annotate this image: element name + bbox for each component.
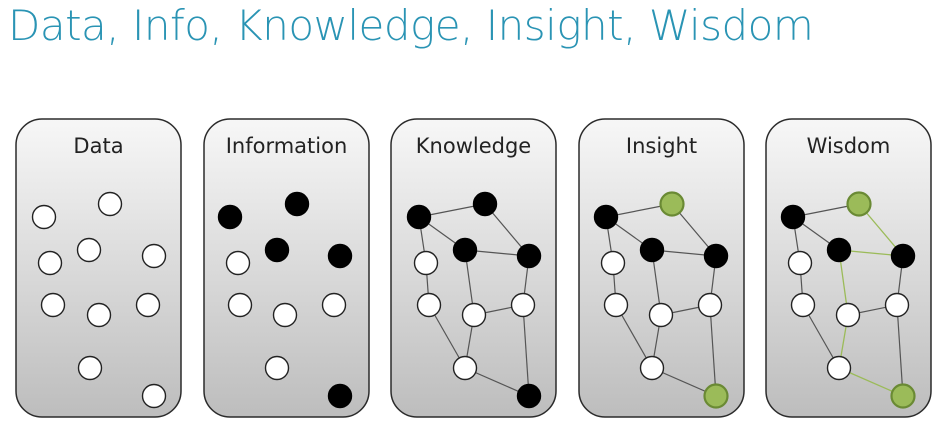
- node-black: [452, 237, 478, 263]
- node-white: [648, 302, 674, 328]
- node-white: [826, 355, 852, 381]
- panel-knowledge: Knowledge: [390, 118, 557, 418]
- node-white: [76, 237, 102, 263]
- node-white: [40, 292, 66, 318]
- node-black: [406, 204, 432, 230]
- panel-label: Data: [73, 134, 123, 158]
- panel-box: [578, 118, 745, 418]
- node-green: [703, 383, 729, 409]
- node-green: [659, 191, 685, 217]
- node-black: [264, 237, 290, 263]
- node-white: [787, 250, 813, 276]
- node-white: [77, 355, 103, 381]
- node-black: [593, 204, 619, 230]
- node-white: [227, 292, 253, 318]
- node-white: [452, 355, 478, 381]
- node-white: [639, 355, 665, 381]
- node-white: [600, 250, 626, 276]
- node-white: [86, 302, 112, 328]
- node-white: [135, 292, 161, 318]
- node-white: [225, 250, 251, 276]
- node-white: [141, 243, 167, 269]
- node-white: [413, 250, 439, 276]
- node-white: [697, 292, 723, 318]
- node-white: [141, 383, 167, 409]
- node-white: [603, 292, 629, 318]
- panel-label: Wisdom: [807, 134, 891, 158]
- panel-box: [390, 118, 557, 418]
- panel-data: Data: [15, 118, 182, 418]
- page-title: Data, Info, Knowledge, Insight, Wisdom: [8, 1, 814, 50]
- edge: [896, 304, 904, 397]
- node-black: [217, 204, 243, 230]
- node-black: [472, 191, 498, 217]
- node-black: [284, 191, 310, 217]
- node-white: [510, 292, 536, 318]
- node-black: [516, 243, 542, 269]
- node-green: [890, 383, 916, 409]
- panel-information: Information: [203, 118, 370, 418]
- panel-label: Knowledge: [416, 134, 531, 158]
- node-white: [835, 302, 861, 328]
- node-white: [416, 292, 442, 318]
- node-black: [327, 383, 353, 409]
- panel-wisdom: Wisdom: [765, 118, 932, 418]
- node-black: [890, 243, 916, 269]
- node-black: [826, 237, 852, 263]
- node-white: [321, 292, 347, 318]
- node-black: [639, 237, 665, 263]
- node-white: [37, 250, 63, 276]
- node-white: [264, 355, 290, 381]
- node-white: [31, 204, 57, 230]
- panel-insight: Insight: [578, 118, 745, 418]
- node-white: [884, 292, 910, 318]
- panel-box: [203, 118, 370, 418]
- node-white: [97, 191, 123, 217]
- node-green: [846, 191, 872, 217]
- panel-box: [15, 118, 182, 418]
- node-white: [790, 292, 816, 318]
- panel-box: [765, 118, 932, 418]
- node-black: [703, 243, 729, 269]
- node-white: [272, 302, 298, 328]
- panel-label: Insight: [626, 134, 697, 158]
- panel-label: Information: [226, 134, 348, 158]
- node-black: [516, 383, 542, 409]
- node-black: [327, 243, 353, 269]
- edge: [522, 304, 530, 397]
- node-black: [780, 204, 806, 230]
- edge: [709, 304, 717, 397]
- node-white: [461, 302, 487, 328]
